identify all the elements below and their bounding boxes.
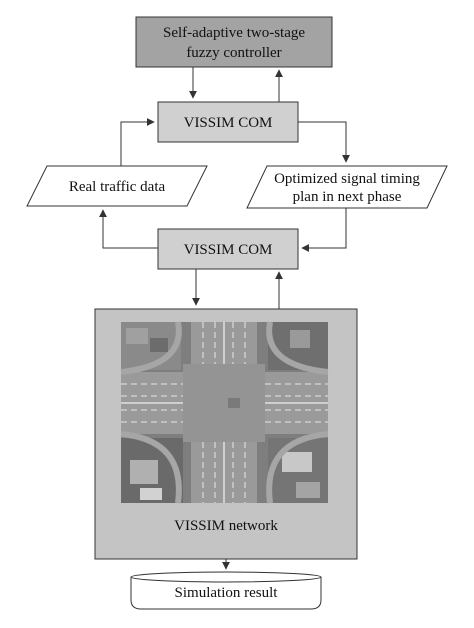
arrow-traffic-to-com bbox=[120, 118, 155, 166]
arrow-com-to-traffic bbox=[99, 209, 158, 249]
vissim-com-top-label: VISSIM COM bbox=[184, 115, 273, 131]
vissim-com-top-box bbox=[157, 101, 299, 143]
fuzzy-controller-box bbox=[135, 16, 333, 68]
vissim-com-bottom-box bbox=[157, 228, 299, 270]
real-traffic-data-node bbox=[26, 165, 208, 207]
vissim-network-label: VISSIM network bbox=[174, 518, 278, 534]
simulation-result-node bbox=[130, 571, 322, 610]
real-traffic-data-label: Real traffic data bbox=[69, 179, 166, 195]
optimized-plan-label-line1: Optimized signal timing bbox=[274, 171, 420, 187]
fuzzy-controller-label-line1: Self-adaptive two-stage bbox=[163, 25, 305, 41]
optimized-plan-label-line2: plan in next phase bbox=[293, 189, 402, 205]
simulation-result-label: Simulation result bbox=[175, 585, 279, 601]
arrow-com-to-plan bbox=[298, 121, 350, 163]
fuzzy-controller-label-line2: fuzzy controller bbox=[186, 45, 281, 61]
vissim-com-bottom-label: VISSIM COM bbox=[184, 242, 273, 258]
intersection-image bbox=[120, 321, 329, 504]
arrow-plan-to-com bbox=[301, 208, 347, 252]
optimized-plan-node bbox=[246, 165, 448, 209]
